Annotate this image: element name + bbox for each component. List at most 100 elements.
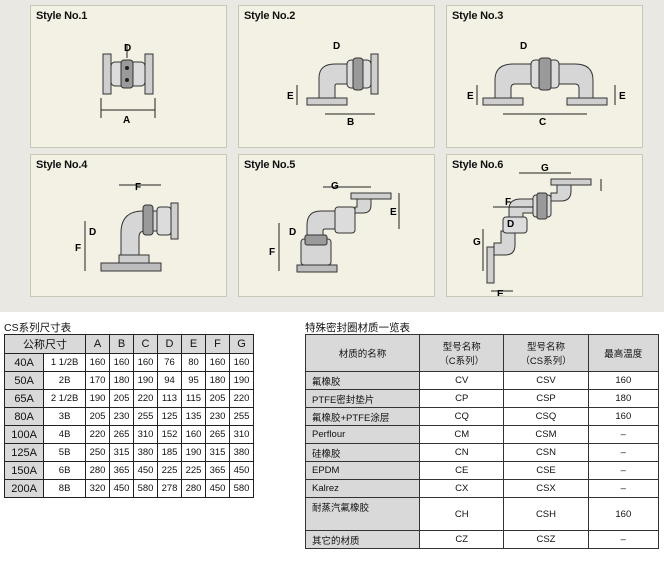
dim-label: D [289,227,296,238]
dim-label: F [75,243,81,254]
table-header-row: 公称尺寸 A B C D E F G [4,334,254,354]
style-2-drawing: D E B [287,41,379,128]
c-model-cell: CM [419,425,505,444]
dim-label: G [473,237,481,248]
value-cell: 190 [133,371,158,390]
style-panel-1: Style No.1 D A [30,5,227,148]
value-cell: 113 [157,389,182,408]
dim-label: E [497,289,504,297]
dim-label: F [269,247,275,258]
column-header: C [133,334,158,354]
c-model-cell: CZ [419,530,505,549]
value-cell: 190 [229,371,254,390]
panel-title: Style No.3 [452,10,504,22]
max-temp-cell: – [587,530,660,549]
panel-title: Style No.5 [244,159,296,171]
cs-model-cell: CSH [503,497,589,531]
style-6-drawing: G F D G E [473,163,602,297]
material-name-cell: EPDM [304,461,421,480]
value-cell: 365 [109,461,134,480]
panel-title: Style No.2 [244,10,296,22]
column-header: F [205,334,230,354]
cs-model-cell: CSX [503,479,589,498]
value-cell: 230 [109,407,134,426]
value-cell: 230 [205,407,230,426]
material-name-header: 材质的名称 [304,334,421,372]
value-cell: 265 [109,425,134,444]
value-cell: 250 [85,443,110,462]
dimension-table-title: CS系列尺寸表 [4,322,72,334]
inch-size-cell: 6B [43,461,86,480]
value-cell: 365 [205,461,230,480]
c-model-cell: CX [419,479,505,498]
size-cell: 100A [3,425,45,444]
style-5-drawing: G E D F [269,181,400,273]
value-cell: 225 [181,461,206,480]
value-cell: 380 [229,443,254,462]
value-cell: 180 [109,371,134,390]
c-model-cell: CV [419,371,505,390]
value-cell: 135 [181,407,206,426]
panel-title: Style No.4 [36,159,88,171]
cs-model-cell: CSM [503,425,589,444]
value-cell: 125 [157,407,182,426]
value-cell: 580 [229,479,254,498]
dim-label: D [124,43,131,54]
c-series-header: 型号名称 （C系列） [419,334,505,372]
dim-label: G [541,163,549,174]
inch-size-cell: 5B [43,443,86,462]
value-cell: 450 [229,461,254,480]
value-cell: 450 [133,461,158,480]
material-name-cell: Perflour [304,425,421,444]
inch-size-cell: 2B [43,371,86,390]
size-cell: 80A [3,407,45,426]
value-cell: 205 [205,389,230,408]
c-model-cell: CP [419,389,505,408]
value-cell: 320 [85,479,110,498]
value-cell: 115 [181,389,206,408]
value-cell: 205 [85,407,110,426]
value-cell: 255 [133,407,158,426]
max-temp-cell: 180 [587,389,660,408]
inch-size-cell: 4B [43,425,86,444]
value-cell: 160 [205,353,230,372]
size-cell: 40A [3,353,45,372]
cs-model-cell: CSP [503,389,589,408]
column-header: D [157,334,182,354]
value-cell: 278 [157,479,182,498]
dim-label: F [505,197,511,208]
header-line: （CS系列） [520,356,572,367]
value-cell: 160 [133,353,158,372]
size-cell: 150A [3,461,45,480]
inch-size-cell: 8B [43,479,86,498]
material-name-cell: 其它的材质 [304,530,421,549]
size-cell: 65A [3,389,45,408]
material-name-cell: 氟橡胶+PTFE涂层 [304,407,421,426]
value-cell: 190 [85,389,110,408]
header-line: 型号名称 [526,342,565,353]
c-model-cell: CN [419,443,505,462]
value-cell: 76 [157,353,182,372]
dim-label: F [135,182,141,193]
value-cell: 160 [181,425,206,444]
dim-label: G [331,181,339,192]
dim-label: E [287,91,294,102]
cs-series-header: 型号名称 （CS系列） [503,334,589,372]
value-cell: 225 [157,461,182,480]
material-name-cell: 耐蒸汽氟橡胶 [304,497,421,531]
value-cell: 190 [181,443,206,462]
value-cell: 185 [157,443,182,462]
style-4-drawing: F D F [75,182,179,272]
dim-label: C [539,117,546,128]
value-cell: 315 [109,443,134,462]
